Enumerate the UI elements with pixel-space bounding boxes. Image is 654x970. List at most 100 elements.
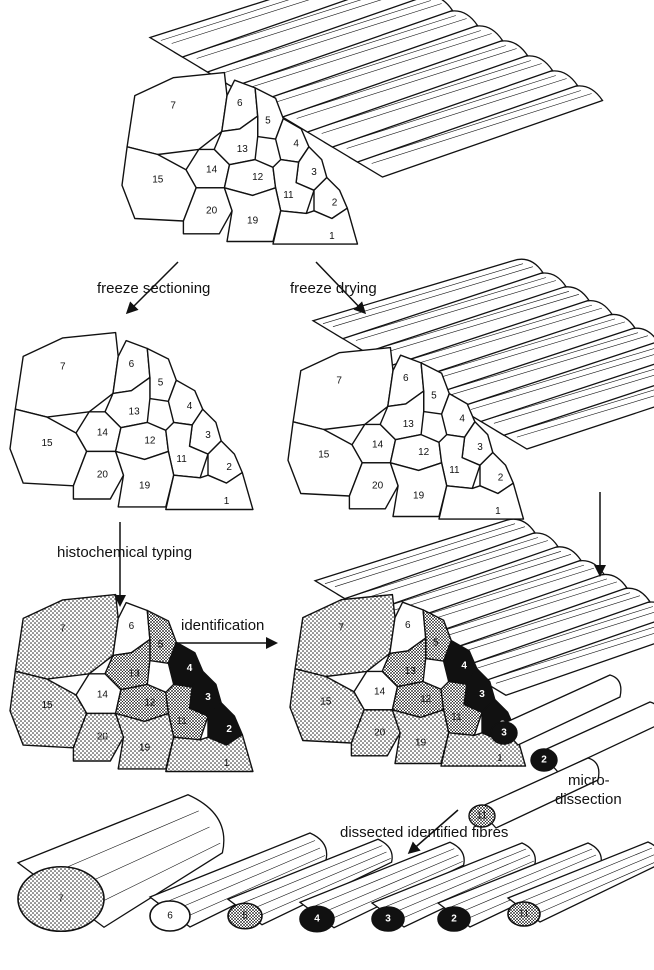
fibre-number-6: 6 bbox=[237, 98, 243, 109]
fibre-number-19: 19 bbox=[247, 216, 259, 227]
fibre-number-11: 11 bbox=[176, 716, 187, 727]
label-freeze-drying: freeze drying bbox=[290, 280, 377, 297]
dissected-fibre-number-6: 6 bbox=[167, 911, 173, 922]
fibre-cell-7 bbox=[295, 595, 395, 677]
fibre-number-5: 5 bbox=[158, 377, 164, 388]
fibre-number-5: 5 bbox=[433, 638, 439, 649]
fibre-number-13: 13 bbox=[403, 419, 415, 430]
fibre-cell-7 bbox=[127, 73, 227, 155]
fibre-number-15: 15 bbox=[41, 700, 53, 711]
fibre-number-19: 19 bbox=[413, 491, 425, 502]
fibre-cell-7 bbox=[293, 348, 393, 430]
freeze-dried-block: 7 6 5 13 4 14 12 3 15 11 2 20 19 1 bbox=[288, 259, 654, 519]
fibre-number-1: 1 bbox=[224, 758, 230, 769]
fibre-number-5: 5 bbox=[265, 116, 271, 127]
fibre-number-19: 19 bbox=[139, 742, 151, 753]
fibre-number-12: 12 bbox=[252, 172, 264, 183]
label-identification: identification bbox=[181, 617, 264, 634]
fibre-number-13: 13 bbox=[405, 666, 417, 677]
fibre-number-12: 12 bbox=[144, 697, 156, 708]
fibre-cell-1 bbox=[166, 735, 253, 772]
fibre-number-2: 2 bbox=[332, 198, 338, 209]
fibre-number-19: 19 bbox=[139, 480, 151, 491]
label-dissected-identified-fibres: dissected identified fibres bbox=[340, 824, 508, 841]
fibre-number-6: 6 bbox=[403, 373, 409, 384]
fibre-number-20: 20 bbox=[206, 205, 218, 216]
fibre-cell-1 bbox=[439, 483, 524, 519]
fibre-number-14: 14 bbox=[97, 690, 109, 701]
fibre-cell-7 bbox=[15, 333, 118, 418]
fibre-cell-19 bbox=[116, 713, 174, 769]
micro-fibre-number-11: 11 bbox=[477, 811, 488, 822]
fibre-number-7: 7 bbox=[60, 362, 66, 373]
dissected-fibre-number-4: 4 bbox=[314, 914, 320, 925]
dissected-fibre-number-3: 3 bbox=[385, 914, 391, 925]
label-freeze-sectioning: freeze sectioning bbox=[97, 280, 210, 297]
fibre-cell-1 bbox=[273, 208, 358, 244]
fibre-number-13: 13 bbox=[129, 668, 141, 679]
fibre-number-7: 7 bbox=[170, 100, 176, 111]
fibre-number-11: 11 bbox=[451, 712, 462, 723]
fibre-number-3: 3 bbox=[477, 442, 483, 453]
dissected-fibre-number-7: 7 bbox=[58, 894, 64, 905]
fibre-number-2: 2 bbox=[226, 462, 232, 473]
dissected-fibre-number-5: 5 bbox=[242, 911, 248, 922]
fibre-number-15: 15 bbox=[320, 697, 332, 708]
fibre-number-3: 3 bbox=[311, 167, 317, 178]
fibre-number-14: 14 bbox=[372, 439, 384, 450]
freeze-section: 7 6 5 13 4 14 12 3 15 11 2 20 19 1 bbox=[10, 333, 253, 510]
fibre-number-20: 20 bbox=[97, 470, 109, 481]
fibre-number-4: 4 bbox=[187, 663, 193, 674]
fibre-number-3: 3 bbox=[205, 430, 211, 441]
intact-muscle-block: 7 6 5 13 4 14 12 3 15 11 2 20 19 1 bbox=[122, 0, 603, 244]
fibre-cell-19 bbox=[116, 451, 174, 507]
fibre-number-3: 3 bbox=[205, 692, 211, 703]
fibre-number-20: 20 bbox=[374, 727, 386, 738]
fibre-number-20: 20 bbox=[97, 732, 109, 743]
fibre-number-13: 13 bbox=[129, 406, 141, 417]
fibre-number-15: 15 bbox=[318, 450, 330, 461]
fibre-number-1: 1 bbox=[497, 753, 503, 764]
fibre-number-12: 12 bbox=[420, 694, 432, 705]
fibre-number-14: 14 bbox=[97, 428, 109, 439]
micro-fibre-number-2: 2 bbox=[541, 755, 547, 766]
dissected-fibre-number-11: 11 bbox=[519, 909, 530, 920]
fibre-number-7: 7 bbox=[336, 375, 342, 386]
fibre-number-5: 5 bbox=[431, 391, 437, 402]
micro-fibre-number-3: 3 bbox=[501, 728, 507, 739]
fibre-number-1: 1 bbox=[495, 506, 501, 517]
fibre-number-4: 4 bbox=[461, 661, 467, 672]
fibre-number-6: 6 bbox=[129, 621, 135, 632]
label-micro: micro- bbox=[568, 772, 610, 789]
fibre-number-6: 6 bbox=[405, 620, 411, 631]
fibre-number-19: 19 bbox=[415, 738, 427, 749]
fibre-number-15: 15 bbox=[152, 175, 164, 186]
fibre-cell-7 bbox=[15, 595, 118, 680]
fibre-number-2: 2 bbox=[226, 724, 232, 735]
fibre-number-13: 13 bbox=[237, 144, 249, 155]
fibre-number-3: 3 bbox=[479, 689, 485, 700]
fibre-number-7: 7 bbox=[338, 622, 344, 633]
fibre-number-2: 2 bbox=[498, 473, 504, 484]
fibre-number-11: 11 bbox=[283, 190, 294, 201]
fibre-number-14: 14 bbox=[206, 164, 218, 175]
fibre-number-12: 12 bbox=[144, 435, 156, 446]
label-dissection: dissection bbox=[555, 791, 622, 808]
fibre-number-11: 11 bbox=[176, 454, 187, 465]
fibre-number-7: 7 bbox=[60, 624, 66, 635]
fibre-number-4: 4 bbox=[187, 401, 193, 412]
fibre-number-15: 15 bbox=[41, 438, 53, 449]
fibre-number-4: 4 bbox=[293, 139, 299, 150]
fibre-number-1: 1 bbox=[224, 496, 230, 507]
fibre-number-4: 4 bbox=[459, 414, 465, 425]
fibre-number-11: 11 bbox=[449, 465, 460, 476]
fibre-number-12: 12 bbox=[418, 447, 430, 458]
dissected-fibre-number-2: 2 bbox=[451, 914, 457, 925]
fibre-number-6: 6 bbox=[129, 359, 135, 370]
fibre-number-20: 20 bbox=[372, 480, 384, 491]
fibre-number-5: 5 bbox=[158, 639, 164, 650]
dissected-fibres-row: 7 6 5 4 3 2 11 bbox=[18, 795, 654, 932]
fibre-number-1: 1 bbox=[329, 231, 335, 242]
fibre-number-14: 14 bbox=[374, 686, 386, 697]
